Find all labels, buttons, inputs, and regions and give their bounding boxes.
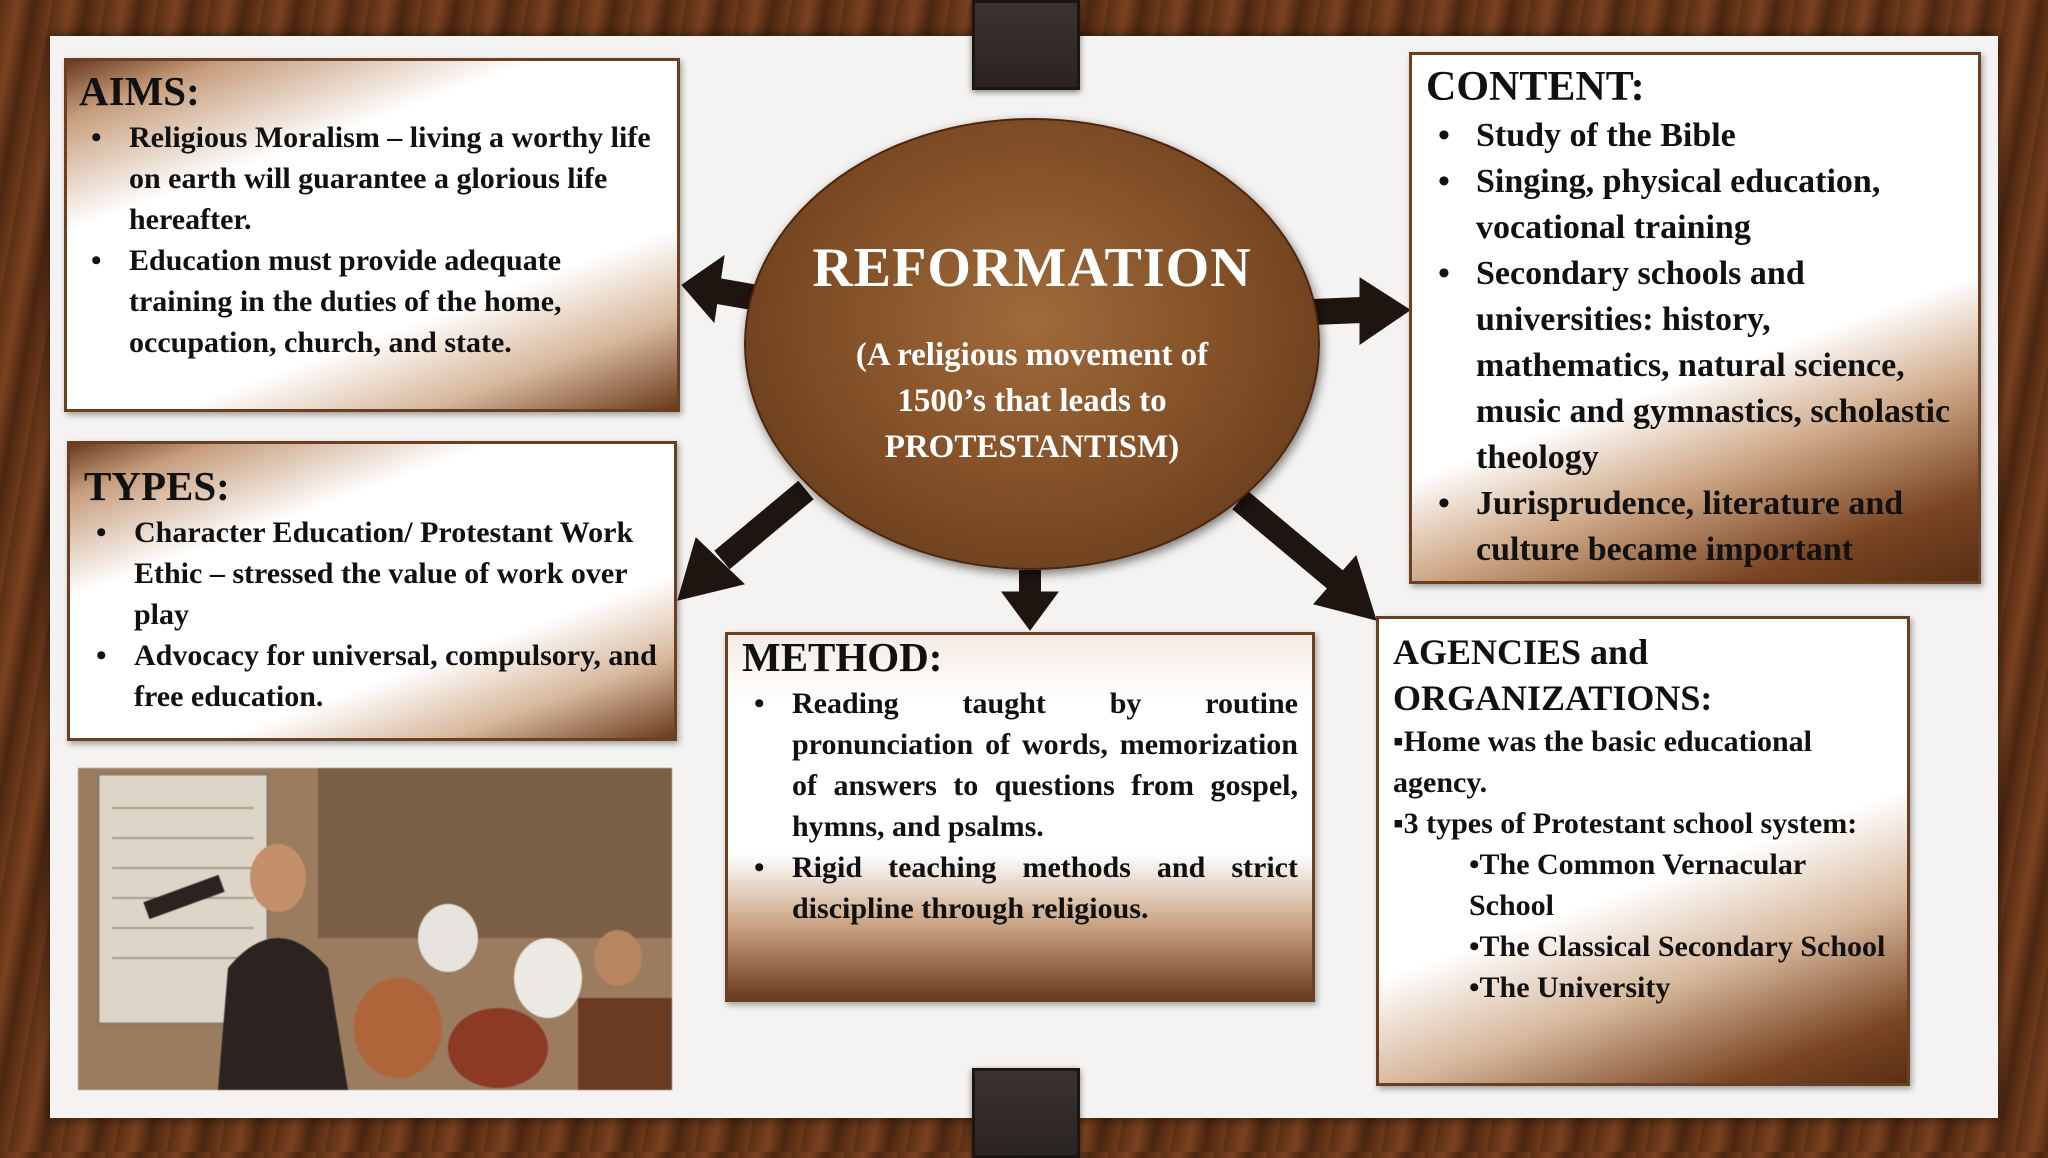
board-clip-top: [972, 0, 1080, 90]
content-box: CONTENT: Study of the Bible Singing, phy…: [1409, 52, 1981, 584]
agencies-title-line: AGENCIES and: [1393, 632, 1649, 672]
agencies-line: ▪3 types of Protestant school system:: [1393, 807, 1858, 840]
aims-box: AIMS: Religious Moralism – living a wort…: [64, 58, 680, 412]
arrow-to-content-head: [1359, 277, 1411, 345]
agencies-line: ▪Home was the basic educational agency.: [1393, 725, 1812, 799]
content-list: Study of the Bible Singing, physical edu…: [1426, 113, 1964, 573]
content-item: Secondary schools and universities: hist…: [1426, 251, 1964, 481]
agencies-title-line: ORGANIZATIONS:: [1393, 678, 1713, 718]
types-list: Character Education/ Protestant Work Eth…: [84, 512, 660, 717]
arrow-to-types-shaft: [714, 480, 814, 570]
types-item: Advocacy for universal, compulsory, and …: [84, 635, 660, 717]
aims-title: AIMS:: [79, 68, 200, 114]
reformation-painting-image: [78, 768, 672, 1090]
aims-item: Education must provide adequate training…: [79, 240, 665, 363]
aims-list: Religious Moralism – living a worthy lif…: [79, 117, 665, 363]
method-title: METHOD:: [742, 634, 943, 680]
method-box: METHOD: Reading taught by routine pronun…: [725, 632, 1315, 1002]
types-box: TYPES: Character Education/ Protestant W…: [67, 441, 677, 741]
center-subtitle-line: PROTESTANTISM): [884, 429, 1180, 465]
method-list: Reading taught by routine pronunciation …: [742, 683, 1298, 929]
school-type-item: •The University: [1469, 971, 1671, 1004]
arrow-to-types-head: [677, 537, 746, 601]
reformation-center-oval: REFORMATION (A religious movement of 150…: [744, 118, 1320, 570]
types-title: TYPES:: [84, 463, 230, 509]
content-title: CONTENT:: [1426, 64, 1645, 110]
method-item: Rigid teaching methods and strict discip…: [742, 847, 1298, 929]
arrow-to-content-shaft: [1311, 297, 1363, 325]
types-item: Character Education/ Protestant Work Eth…: [84, 512, 660, 635]
agencies-box: AGENCIES and ORGANIZATIONS: ▪Home was th…: [1376, 616, 1910, 1086]
content-item: Study of the Bible: [1426, 113, 1964, 159]
center-subtitle: (A religious movement of 1500’s that lea…: [806, 332, 1258, 470]
aims-item: Religious Moralism – living a worthy lif…: [79, 117, 665, 240]
center-subtitle-line: 1500’s that leads to: [897, 383, 1167, 419]
school-type-item: •The Classical Secondary School: [1469, 930, 1886, 963]
arrow-to-agencies-head: [1313, 554, 1377, 621]
arrow-to-method-head: [1001, 591, 1059, 631]
school-type-item: •The Common Vernacular School: [1469, 848, 1806, 922]
center-subtitle-line: (A religious movement of: [855, 337, 1209, 373]
content-item: Singing, physical education, vocational …: [1426, 159, 1964, 251]
content-item: Jurisprudence, literature and culture be…: [1426, 481, 1964, 573]
center-title: REFORMATION: [812, 237, 1252, 299]
method-item: Reading taught by routine pronunciation …: [742, 683, 1298, 847]
arrow-to-agencies-shaft: [1232, 490, 1346, 592]
arrow-to-aims-head: [681, 254, 725, 324]
painting-illustration: [78, 768, 672, 1090]
